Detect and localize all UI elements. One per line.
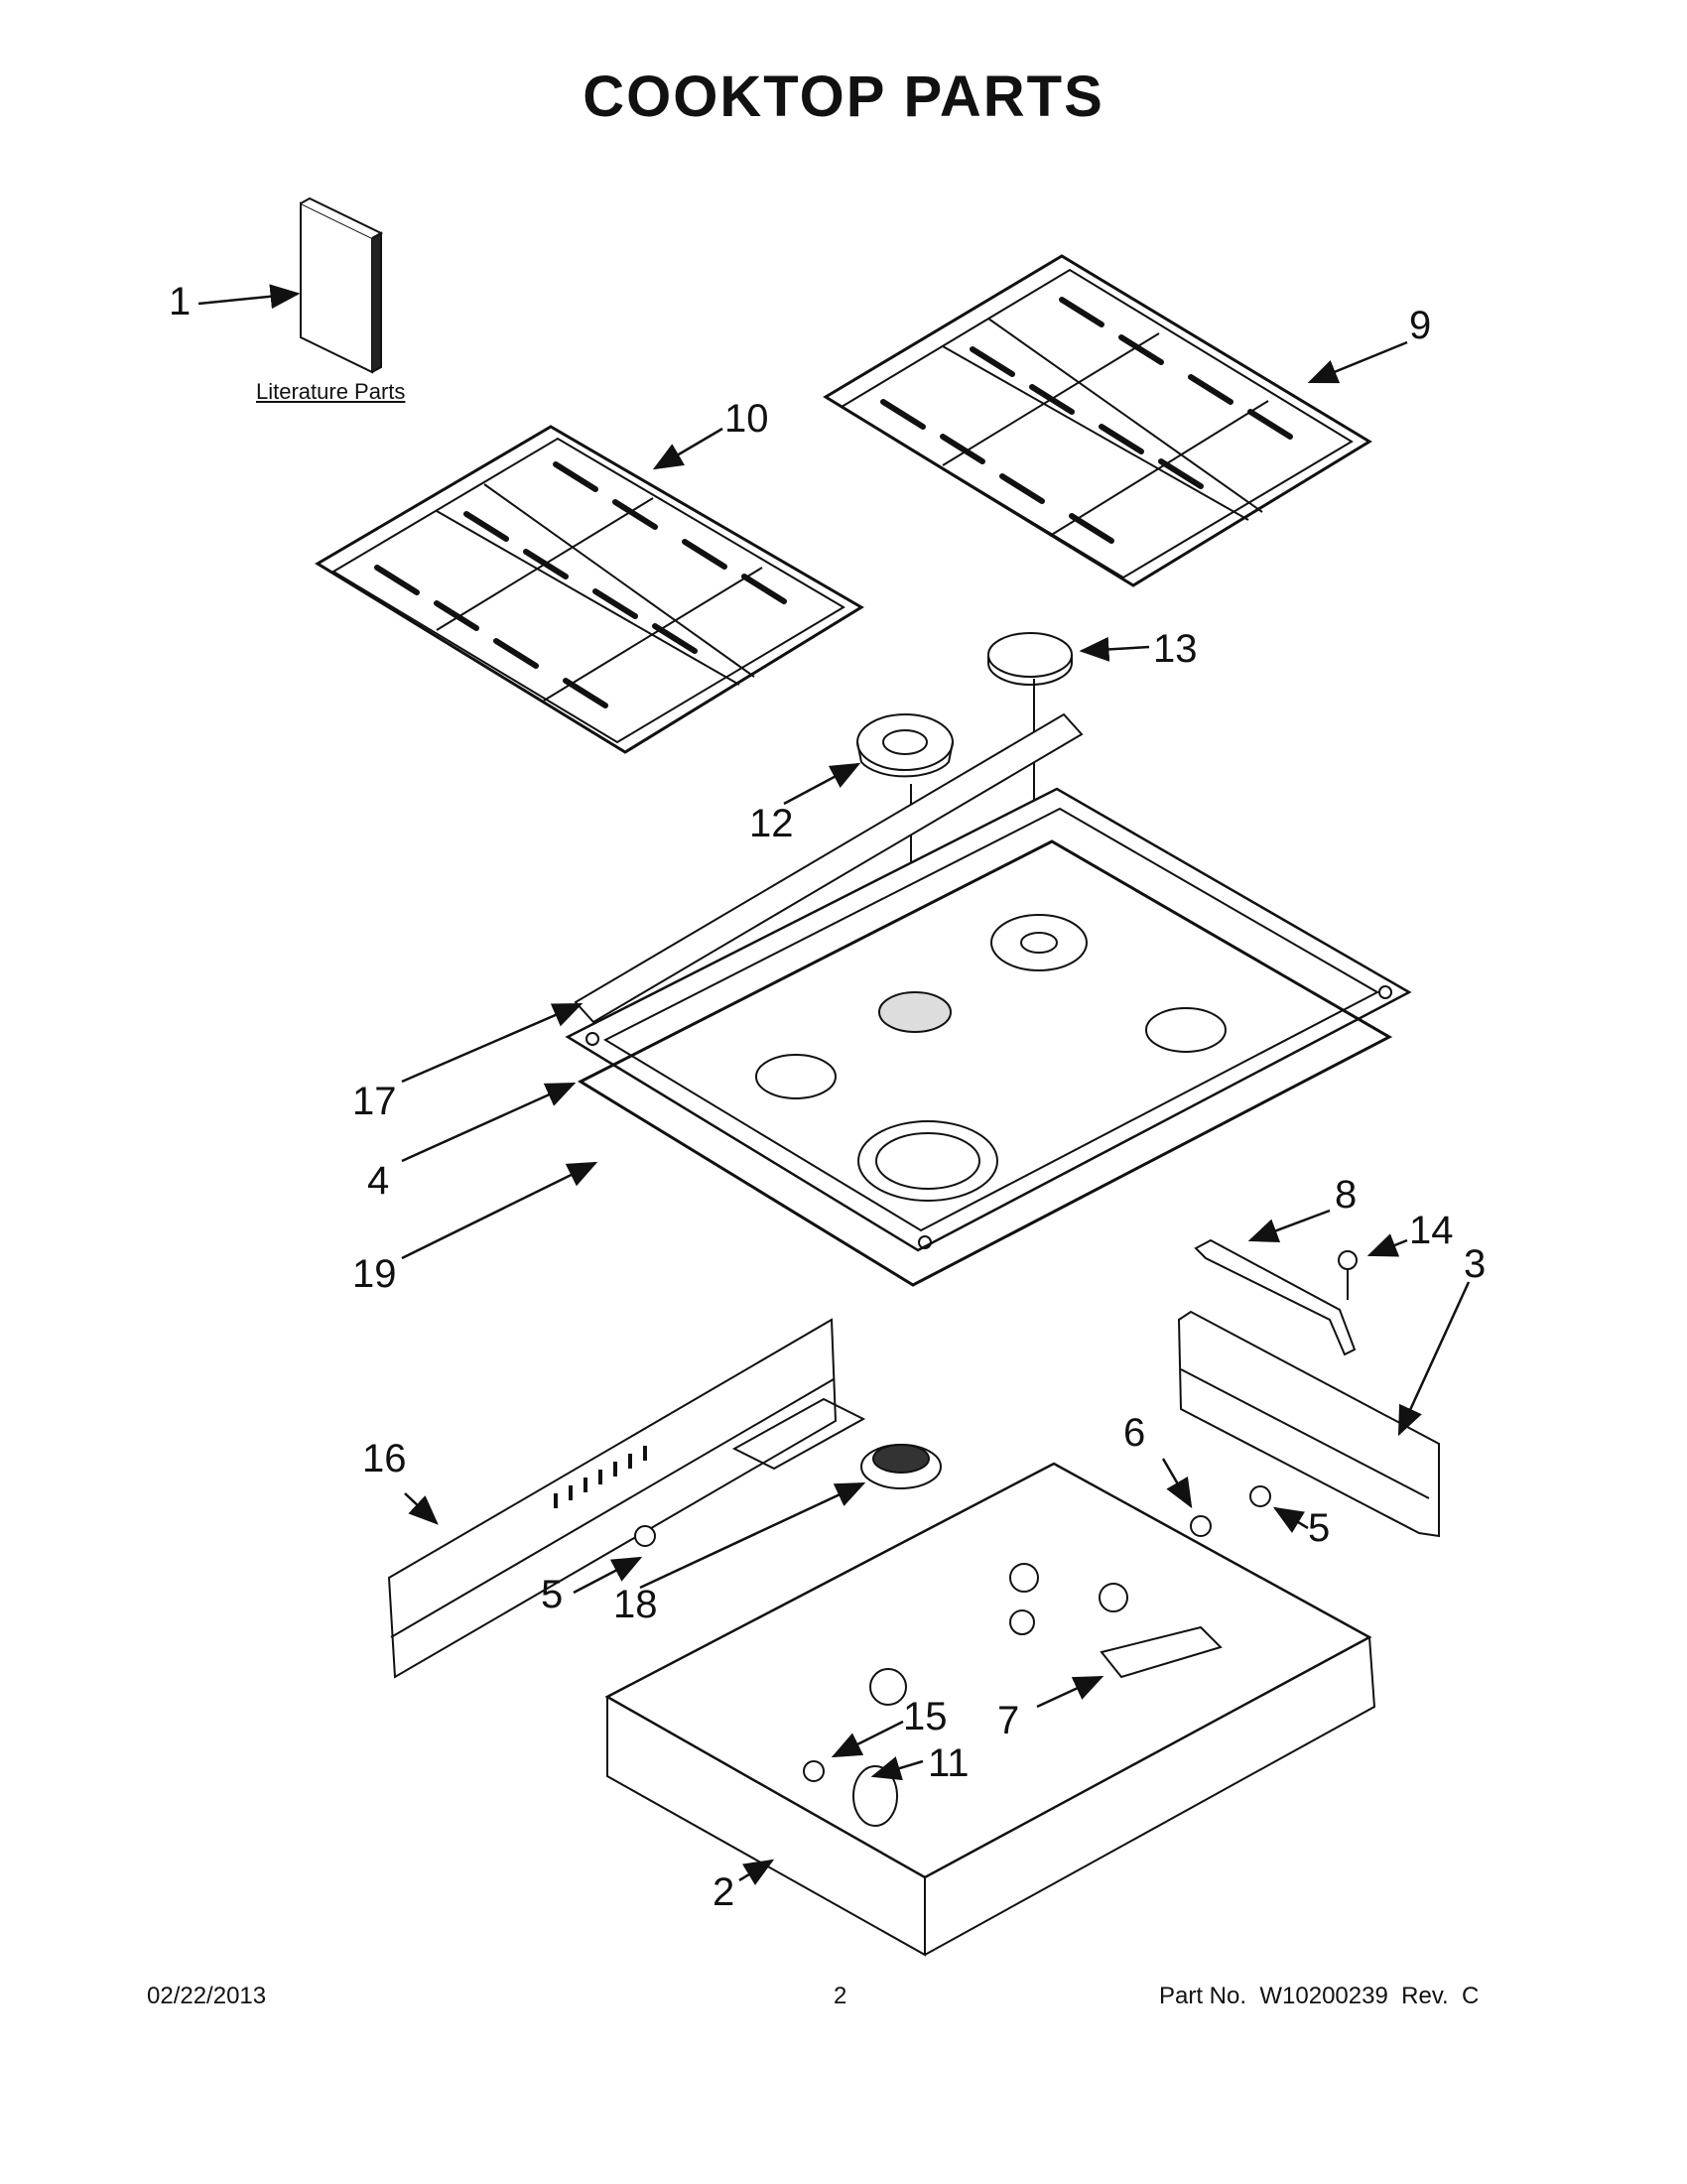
- callout-14: 14: [1409, 1209, 1454, 1252]
- burner-box: [604, 1462, 1376, 1957]
- callout-2: 2: [713, 1870, 735, 1914]
- side-panel: [387, 1318, 866, 1679]
- callout-13: 13: [1153, 627, 1198, 671]
- cooktop: [565, 787, 1412, 1252]
- callout-3: 3: [1464, 1242, 1487, 1286]
- callout-5-right: 5: [1308, 1506, 1331, 1550]
- callout-15: 15: [903, 1695, 948, 1738]
- callout-11: 11: [928, 1741, 970, 1785]
- page-title: COOKTOP PARTS: [583, 64, 1104, 129]
- cooktop-gasket: [577, 839, 1393, 1287]
- callout-18: 18: [613, 1583, 658, 1626]
- screw-5-left: [634, 1525, 656, 1547]
- leader-arrows: [197, 284, 1471, 1885]
- callout-12: 12: [749, 802, 794, 845]
- callout-19: 19: [352, 1252, 397, 1296]
- screw-6: [1190, 1515, 1212, 1537]
- callout-9: 9: [1409, 304, 1432, 347]
- manifold-bracket: [1177, 1310, 1440, 1538]
- callout-10: 10: [724, 397, 769, 441]
- grate-right: [823, 254, 1372, 587]
- burner-cap: [987, 632, 1073, 686]
- footer-part-number: Part No. W10200239 Rev. C: [1159, 1983, 1480, 2009]
- screw-5-right: [1249, 1485, 1271, 1507]
- callout-6: 6: [1123, 1411, 1146, 1455]
- trim-strip: [574, 712, 1084, 1024]
- footer-page-number: 2: [834, 1983, 847, 2009]
- bracket: [1194, 1238, 1357, 1356]
- orifice-15: [803, 1760, 825, 1782]
- footer-date: 02/22/2013: [147, 1983, 267, 2009]
- callout-16: 16: [362, 1437, 407, 1480]
- literature-booklet: [300, 196, 384, 374]
- callout-5-left: 5: [541, 1573, 564, 1616]
- callout-1: 1: [169, 280, 192, 323]
- burner-18: [860, 1444, 942, 1489]
- callout-7: 7: [997, 1699, 1020, 1742]
- grate-left: [315, 425, 864, 754]
- literature-parts-label: Literature Parts: [256, 379, 406, 404]
- callout-17: 17: [352, 1080, 397, 1123]
- callout-4: 4: [367, 1159, 390, 1203]
- screw-14: [1338, 1250, 1358, 1300]
- callout-8: 8: [1335, 1173, 1358, 1217]
- burner-base: [856, 713, 954, 778]
